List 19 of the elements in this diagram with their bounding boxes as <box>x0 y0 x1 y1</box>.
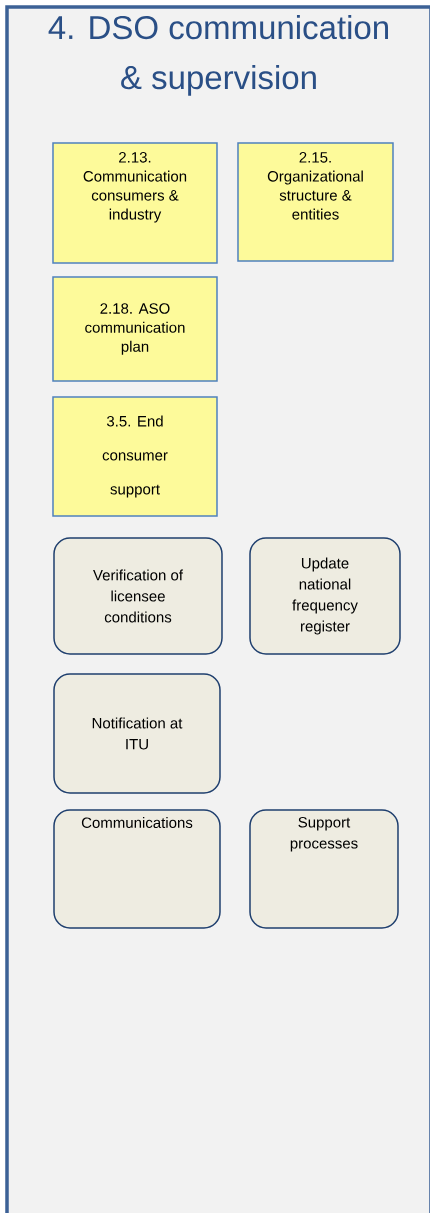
box-text: Verification of licensee conditions <box>93 569 183 623</box>
box-text: Update national frequency register <box>292 557 358 635</box>
rounded-box <box>249 809 399 929</box>
rounded-box <box>53 673 221 794</box>
box-text: 2.13. Communication consumers & industry <box>83 152 187 223</box>
box-text: Notification at ITU <box>92 717 183 750</box>
box-text: Support processes <box>290 817 358 852</box>
box-text: 3.5. End consumer support <box>102 415 168 498</box>
rounded-box <box>249 537 401 655</box>
process-box <box>52 276 218 382</box>
title: 4. DSO communication & supervision <box>48 15 388 96</box>
process-box <box>52 142 218 264</box>
box-text: 2.18. ASO communication plan <box>85 303 185 355</box>
rounded-box <box>53 537 223 655</box>
box-text: Communications <box>81 817 193 828</box>
box-text: 2.15. Organizational structure & entities <box>267 152 363 220</box>
process-box <box>52 396 218 517</box>
process-box <box>237 142 394 262</box>
rounded-box <box>53 809 221 929</box>
